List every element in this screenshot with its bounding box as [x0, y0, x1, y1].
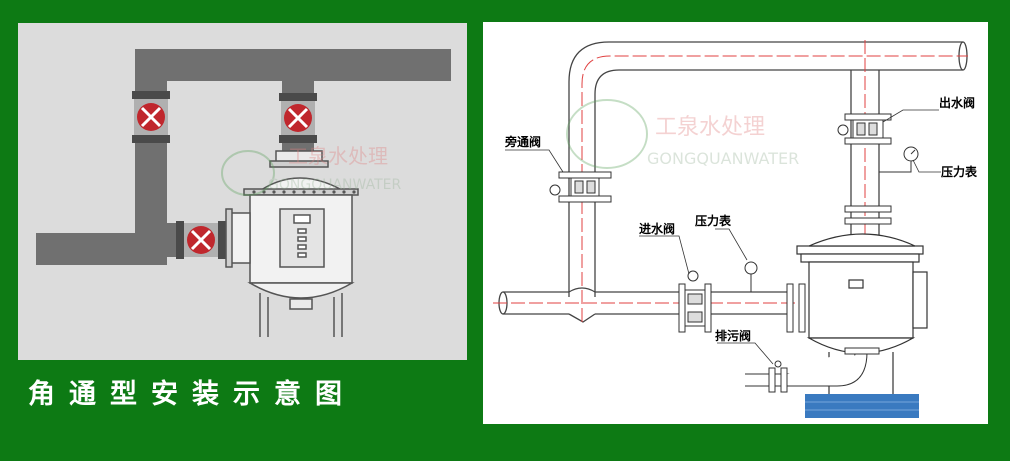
tank-bolts [252, 190, 356, 194]
pressure-gauge-top [879, 146, 919, 173]
gauge-icon [744, 261, 758, 275]
concrete-base [805, 394, 919, 418]
bypass-valve-assembly [549, 171, 612, 203]
label-inlet-valve: 进水阀 [639, 221, 675, 236]
left-diagram-svg: 工泉水处理 GONGQUANWATER [36, 49, 451, 337]
corner-installation-diagram: 工泉水处理 GONGQUANWATER [18, 23, 467, 360]
drain-pipe [745, 347, 880, 393]
watermark-english: GONGQUANWATER [647, 149, 799, 168]
handwheel-icon [687, 270, 699, 282]
label-pressure-gauge-top: 压力表 [941, 164, 978, 179]
right-diagram-svg: 旁通阀 出水阀 压力表 进水阀 压力表 排污阀 工泉水处理 GONGQUANWA… [493, 40, 978, 418]
base-pattern [805, 401, 919, 411]
label-pressure-gauge-inlet: 压力表 [695, 213, 732, 228]
label-drain-valve: 排污阀 [715, 328, 751, 343]
leader-lines [505, 109, 941, 365]
watermark: 工泉水处理 GONGQUANWATER [566, 99, 799, 169]
watermark: 工泉水处理 GONGQUANWATER [221, 144, 401, 196]
filter-tank [225, 150, 359, 337]
handwheel-icon [549, 184, 561, 196]
label-bypass-valve: 旁通阀 [504, 134, 541, 149]
outlet-valve-assembly [837, 113, 892, 225]
handwheel-icon [837, 124, 849, 136]
label-outlet-valve: 出水阀 [939, 95, 975, 110]
pressure-gauge-inlet [744, 261, 758, 292]
tank-inlet-flange [786, 283, 806, 333]
valve-left-vertical [132, 91, 170, 143]
valve-right-vertical [279, 93, 317, 143]
watermark-english: GONGQUANWATER [268, 177, 401, 193]
valve-inlet-horizontal [176, 221, 226, 259]
filter-tank-outline [796, 233, 928, 394]
watermark-chinese: 工泉水处理 [288, 144, 388, 168]
diagram-caption: 角通型安装示意图 [28, 379, 356, 410]
inlet-valve-assembly [678, 270, 712, 333]
watermark-chinese: 工泉水处理 [655, 115, 765, 140]
installation-line-drawing: 旁通阀 出水阀 压力表 进水阀 压力表 排污阀 工泉水处理 GONGQUANWA… [483, 22, 988, 424]
